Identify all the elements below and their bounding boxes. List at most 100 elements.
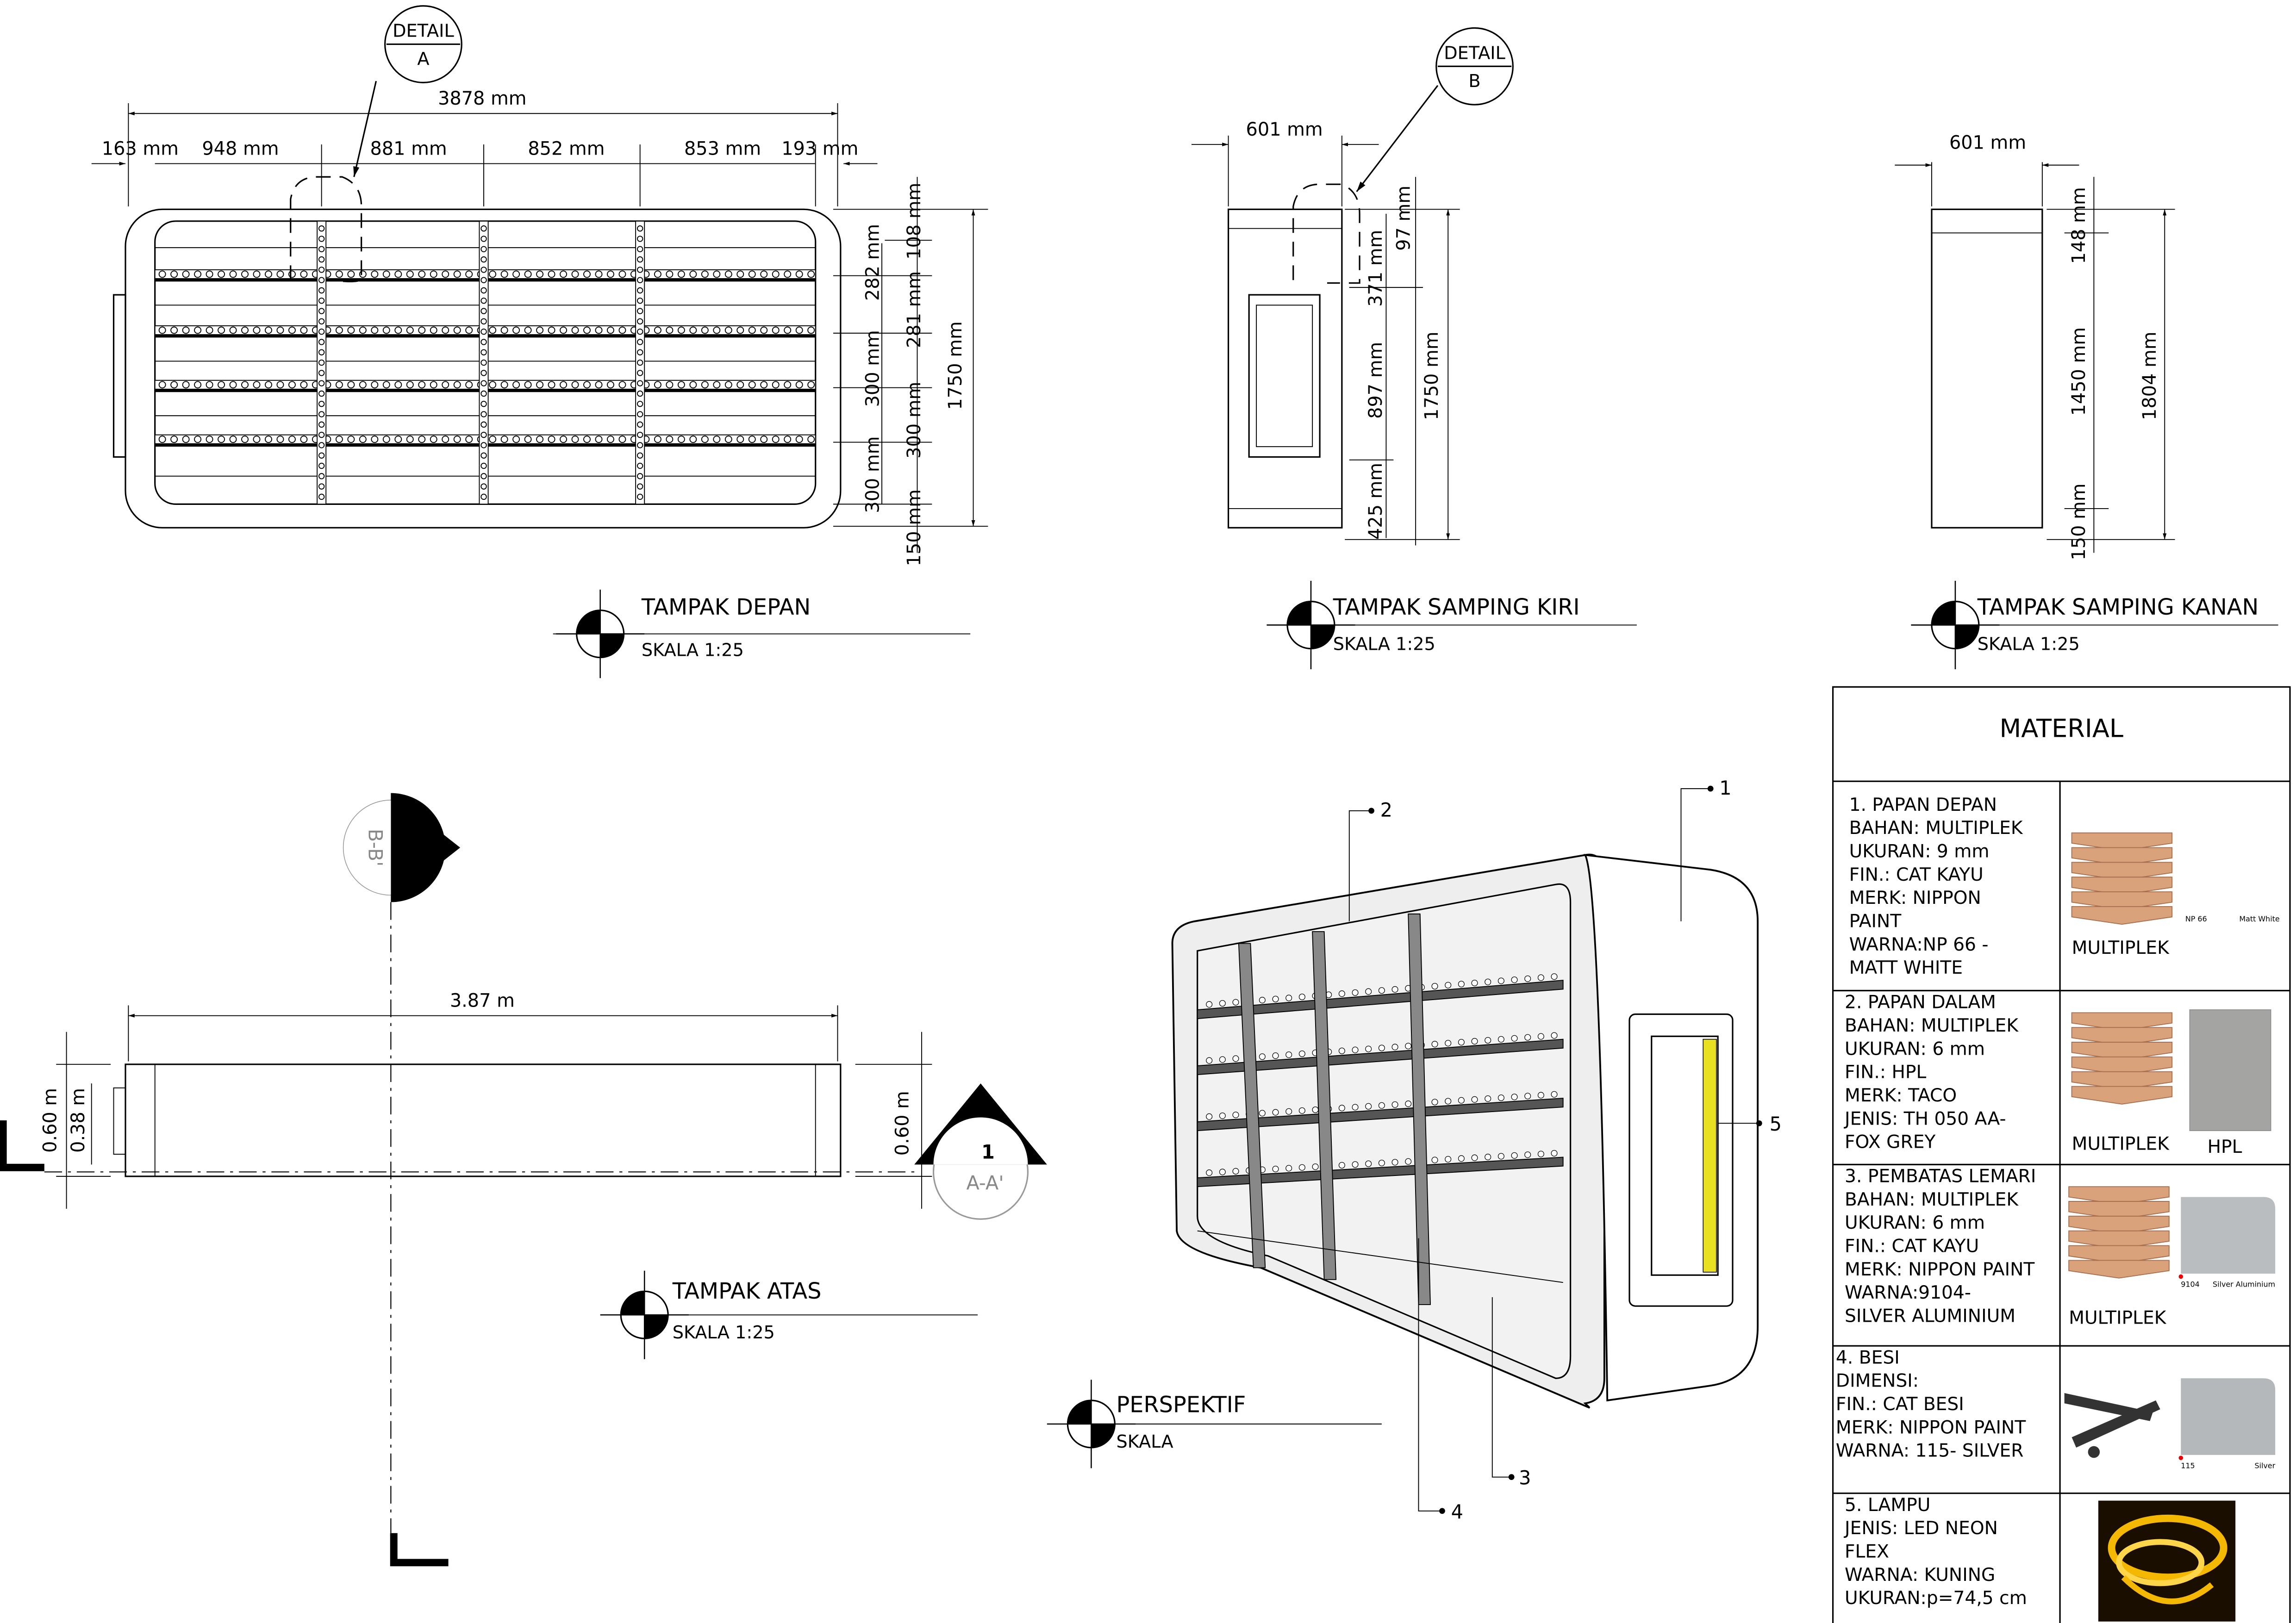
perforation <box>371 381 379 389</box>
perforation <box>229 435 237 443</box>
perforation <box>606 326 614 334</box>
section-1-number: 1 <box>981 1141 995 1163</box>
perforation <box>1232 999 1239 1006</box>
perforation <box>1431 1099 1438 1106</box>
perforation <box>465 326 473 334</box>
perforation <box>536 326 544 334</box>
material-spec-line: MERK: NIPPON PAINT <box>1845 1259 2035 1280</box>
perforation <box>560 270 567 278</box>
perforation <box>300 326 308 334</box>
image-label: MULTIPLEK <box>2072 1134 2170 1155</box>
image-label: MULTIPLEK <box>2072 938 2170 958</box>
dim-v-inner-3: 300 mm <box>862 436 884 513</box>
swatch-dot <box>2178 1274 2184 1279</box>
perforation <box>1524 1151 1531 1158</box>
perforation <box>480 318 487 325</box>
perforation <box>772 270 780 278</box>
perforation <box>583 326 591 334</box>
perforation <box>241 435 249 443</box>
perforation <box>442 435 449 443</box>
divider <box>1408 913 1431 1305</box>
perspective-title: PERSPEKTIF <box>1117 1393 1246 1418</box>
callout-2: 2 <box>1380 799 1392 821</box>
perforation <box>807 435 815 443</box>
perforation <box>1551 1032 1558 1039</box>
perforation <box>689 270 697 278</box>
perforation <box>500 270 508 278</box>
perforation <box>636 339 643 345</box>
image-label: HPL <box>2208 1137 2242 1157</box>
detail-a-callout[interactable]: DETAIL A <box>290 5 462 282</box>
perforation <box>736 435 744 443</box>
perforation <box>654 270 661 278</box>
perforation <box>1405 1158 1412 1165</box>
perforation <box>465 381 473 389</box>
plywood-image <box>2068 1186 2170 1279</box>
material-spec-line: 2. PAPAN DALAM <box>1845 992 1996 1013</box>
perforation <box>253 435 261 443</box>
perforation <box>1272 995 1279 1002</box>
perforation <box>1458 1097 1465 1104</box>
swatch-code: 115 <box>2181 1461 2195 1470</box>
perforation <box>1524 1034 1531 1041</box>
perforation <box>480 329 487 335</box>
perforation <box>524 326 532 334</box>
section-marker-a[interactable]: 1 A-A' <box>914 1083 1047 1220</box>
perforation <box>500 381 508 389</box>
perforation <box>636 390 643 397</box>
perforation <box>318 277 325 283</box>
perforation <box>359 381 367 389</box>
perforation <box>1511 1094 1518 1101</box>
perforation <box>241 326 249 334</box>
perforation <box>406 381 414 389</box>
perforation <box>1338 1162 1345 1169</box>
perforation <box>1232 1168 1239 1175</box>
perforation <box>636 401 643 407</box>
perforation <box>382 326 390 334</box>
perforation <box>318 370 325 376</box>
perforation <box>807 270 815 278</box>
perforation <box>480 380 487 386</box>
right-dim-width: 601 mm <box>1949 132 2026 154</box>
material-spec-line: BAHAN: MULTIPLEK <box>1849 818 2023 839</box>
perforation <box>318 359 325 366</box>
perforation <box>480 287 487 294</box>
perforation <box>318 318 325 325</box>
perforation <box>1338 990 1345 997</box>
material-spec-line: UKURAN: 6 mm <box>1845 1213 1985 1233</box>
perforation <box>406 435 414 443</box>
perforation <box>241 270 249 278</box>
perforation <box>288 381 296 389</box>
plywood-image <box>2071 1012 2173 1105</box>
swatch-code: NP 66 <box>2185 914 2207 923</box>
dim-v-inner-2: 300 mm <box>862 330 884 407</box>
left-side-view: DETAIL B 601 mm 97 mm 371 mm 897 mm 425 … <box>1191 27 1637 670</box>
perforation <box>1471 1038 1478 1045</box>
perforation <box>229 381 237 389</box>
section-marker-b[interactable]: 2 B-B' <box>343 793 461 902</box>
perforation <box>480 267 487 273</box>
perforation <box>724 381 732 389</box>
perforation <box>677 326 685 334</box>
perforation <box>1298 1164 1305 1171</box>
shelf <box>1197 1157 1564 1188</box>
perforation <box>1259 1053 1266 1060</box>
perforation <box>276 270 284 278</box>
perforation <box>194 326 202 334</box>
perforation <box>606 381 614 389</box>
perforation <box>371 435 379 443</box>
perforation <box>1219 1169 1226 1175</box>
detail-b-callout[interactable]: DETAIL B <box>1292 27 1514 284</box>
right-dim-v-1: 148 mm <box>2068 187 2090 264</box>
perforation <box>1391 1159 1398 1166</box>
led-neon-image <box>2098 1500 2236 1622</box>
perforation <box>318 411 325 417</box>
perforation <box>382 435 390 443</box>
perforation <box>736 326 744 334</box>
perforation <box>1352 989 1359 996</box>
left-view-title: TAMPAK SAMPING KIRI <box>1333 595 1580 620</box>
perforation <box>1206 1001 1213 1008</box>
perforation <box>394 270 402 278</box>
